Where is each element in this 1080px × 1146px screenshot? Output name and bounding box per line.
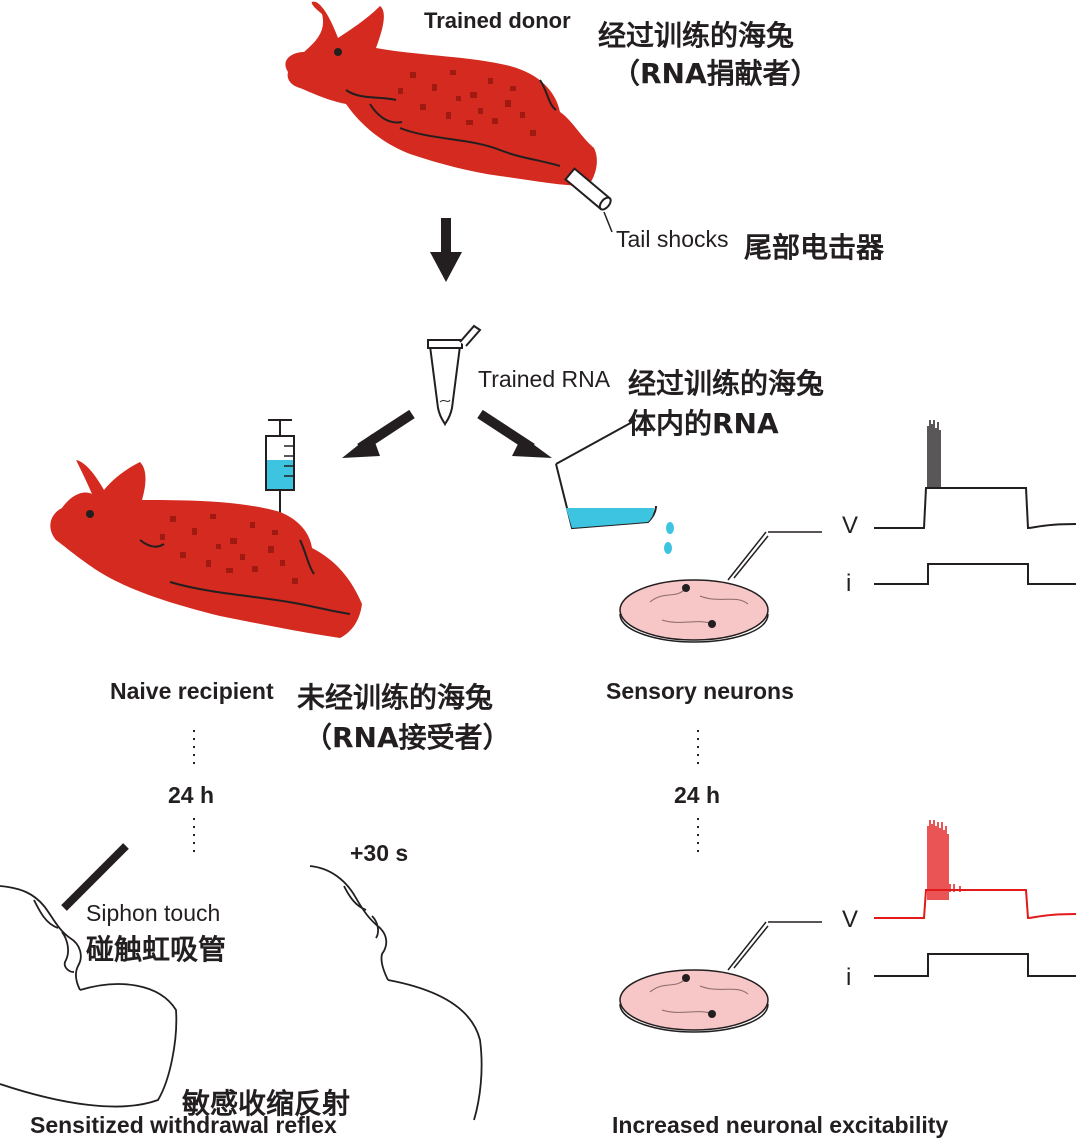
left-arrow [342,409,415,458]
siphon-touch-label-zh: 碰触虹吸管 [86,933,227,966]
trace-control [874,420,1077,585]
recipient-label-zh-sub: （RNA接受者） [304,721,511,754]
excitability-label-en: Increased neuronal excitability [612,1112,949,1138]
petri-dish-bottom [619,921,822,1033]
tail-shocks-label-zh: 尾部电击器 [744,231,885,264]
plus-30s-label: +30 s [350,840,409,866]
siphon-touch-label-en: Siphon touch [86,900,221,926]
right-arrow [477,409,552,458]
syringe [265,419,295,516]
tail-shocks-label-en: Tail shocks [616,226,729,252]
rna-tube [427,324,482,427]
rna-label-zh: 经过训练的海兔 [628,367,825,400]
delay-left-label: 24 h [168,782,215,808]
recipient-label-zh: 未经训练的海兔 [297,681,494,714]
donor-label-zh: 经过训练的海兔 [598,19,795,52]
dotted-lines [193,730,699,856]
donor-label-zh-sub: （RNA捐献者） [612,57,819,90]
donor-slug [285,1,613,233]
down-arrow [430,218,462,282]
reflex-label-en: Sensitized withdrawal reflex [30,1112,337,1138]
donor-label-en: Trained donor [424,8,571,33]
siphon-drawing-after [309,865,483,1121]
petri-dish-top [619,531,822,643]
sensory-neurons-label: Sensory neurons [606,678,794,704]
trace-trained [874,820,1077,977]
recipient-label-en: Naive recipient [110,678,274,704]
voltage-label-top: V [842,512,859,539]
rna-label-en: Trained RNA [478,366,611,392]
voltage-label-bottom: V [842,906,859,933]
recipient-slug [50,460,363,638]
current-label-top: i [846,570,852,597]
current-label-bottom: i [846,964,852,991]
beaker [555,419,674,554]
siphon-drawing-before [0,885,178,1108]
siphon-probe [61,843,129,911]
delay-right-label: 24 h [674,782,721,808]
rna-label-zh-sub: 体内的RNA [628,407,779,440]
reflex-label-zh: 敏感收缩反射 [182,1087,351,1120]
